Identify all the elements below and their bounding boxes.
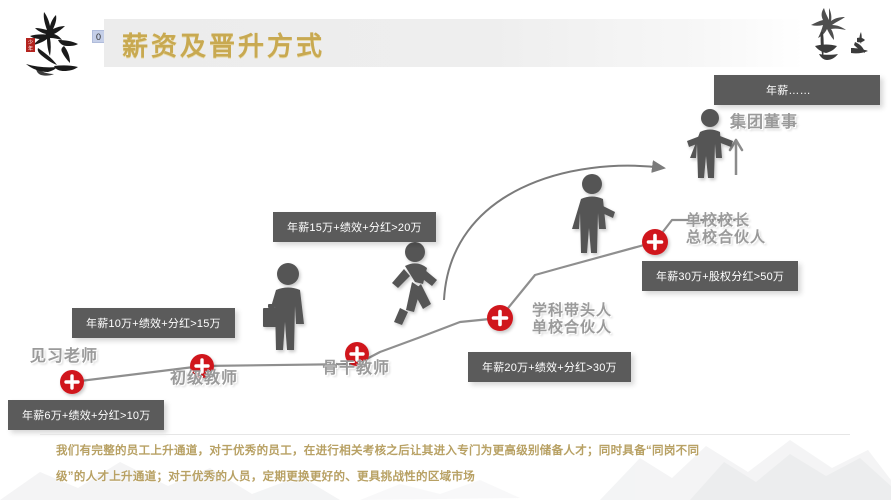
role-label-4-line1: 学科带头人	[532, 302, 613, 319]
svg-text:少: 少	[28, 40, 33, 46]
salary-label-6: 年薪……	[714, 75, 880, 105]
role-label-6: 集团董事	[730, 114, 799, 131]
climbing-person	[392, 242, 437, 325]
title-bar	[104, 19, 804, 67]
person-arms-open	[687, 109, 733, 178]
milestone-nodes	[60, 229, 668, 394]
salary-label-3: 年薪15万+绩效+分红>20万	[273, 212, 436, 242]
ink-mountain-watermark	[0, 440, 891, 500]
shaonian-ink-logo: 少年	[14, 6, 94, 78]
up-arrow	[728, 138, 744, 175]
standing-person-pointing	[572, 174, 615, 253]
salary-label-5: 年薪30万+股权分红>50万	[642, 261, 799, 291]
role-label-4-line2: 单校合伙人	[532, 319, 613, 337]
ink-horseman-banner	[795, 2, 885, 68]
role-label-5-line1: 单校校长	[686, 212, 751, 229]
curved-growth-arrow	[443, 160, 666, 301]
page-title: 薪资及晋升方式	[122, 31, 326, 61]
footer-line-1: 我们有完整的员工上升通道，对于优秀的员工，在进行相关考核之后让其进入专门为更高级…	[56, 445, 700, 457]
role-label-5: 单校校长 总校合伙人	[686, 212, 766, 247]
standing-person-with-briefcase	[263, 263, 304, 350]
salary-label-2: 年薪10万+绩效+分红>15万	[72, 308, 235, 338]
salary-label-1: 年薪6万+绩效+分红>10万	[8, 400, 165, 430]
footer-divider	[40, 434, 850, 435]
role-label-4: 学科带头人 单校合伙人	[532, 302, 612, 337]
salary-label-4: 年薪20万+绩效+分红>30万	[468, 352, 631, 382]
role-label-2: 初级教师	[170, 370, 239, 387]
svg-text:年: 年	[28, 45, 33, 52]
role-label-3: 骨干教师	[322, 360, 391, 377]
slide-number-badge: 0	[92, 30, 105, 43]
role-label-5-line2: 总校合伙人	[686, 229, 767, 247]
role-label-1: 见习老师	[30, 348, 99, 365]
footer-line-2: 级”的人才上升通道；对于优秀的人员，定期更换更好的、更具挑战性的区域市场	[56, 471, 476, 483]
footer-note: 我们有完整的员工上升通道，对于优秀的员工，在进行相关考核之后让其进入专门为更高级…	[0, 428, 891, 500]
career-path-diagram: 年薪6万+绩效+分红>10万 年薪10万+绩效+分红>15万 年薪15万+绩效+…	[0, 70, 891, 430]
